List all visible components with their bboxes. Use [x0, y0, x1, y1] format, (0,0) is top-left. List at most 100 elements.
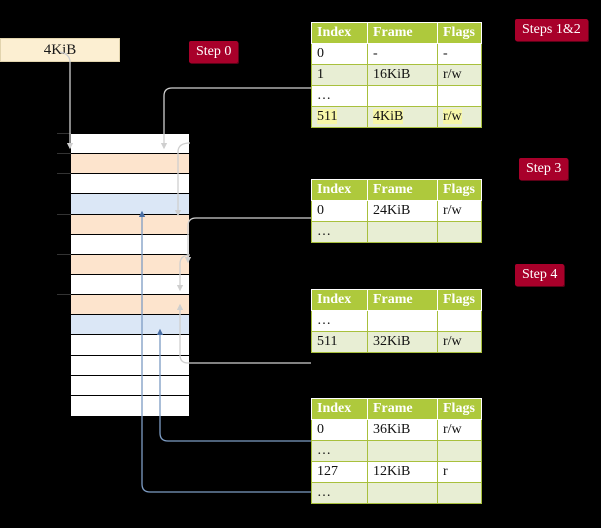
memory-frame-row — [71, 395, 189, 416]
memory-frame-row — [71, 375, 189, 396]
cell-value: … — [317, 485, 331, 500]
step-label-step-0: Step 0 — [189, 41, 239, 63]
table-cell: - — [437, 43, 482, 65]
table-cell: … — [311, 482, 368, 504]
table-cell: 1 — [311, 64, 368, 86]
cell-value: 16KiB — [373, 67, 411, 82]
table-row: 0 36KiB r/w — [311, 419, 482, 441]
table-cell: r/w — [437, 419, 482, 441]
table-row: 127 12KiB r — [311, 461, 482, 483]
memory-frame-row — [71, 355, 189, 376]
table-cell — [437, 310, 482, 332]
column-header-index: Index — [311, 289, 368, 311]
cell-value: 36KiB — [373, 422, 411, 437]
cell-value: … — [317, 88, 331, 103]
cell-value: r/w — [443, 203, 462, 218]
table-cell: 0 — [311, 200, 368, 222]
cell-value: 24KiB — [373, 203, 411, 218]
table-cell — [367, 310, 438, 332]
table-cell: r/w — [437, 200, 482, 222]
table-cell: r/w — [437, 106, 482, 128]
table-cell: 36KiB — [367, 419, 438, 441]
table-cell — [437, 221, 482, 243]
column-header-flags: Flags — [437, 179, 482, 201]
table-cell: 0 — [311, 43, 368, 65]
table-cell — [367, 221, 438, 243]
table-cell: r/w — [437, 64, 482, 86]
column-header-flags: Flags — [437, 289, 482, 311]
table-row: … — [311, 482, 482, 504]
table-cell — [437, 85, 482, 107]
cell-value: … — [317, 224, 331, 239]
column-header-index: Index — [311, 398, 368, 420]
cell-value: r/w — [443, 334, 462, 349]
table-cell — [367, 482, 438, 504]
cell-value: 12KiB — [373, 464, 411, 479]
table-cell: 4KiB — [367, 106, 438, 128]
table-cell — [437, 440, 482, 462]
memory-frame-row — [71, 134, 189, 155]
wire-table3-to-frame — [176, 303, 311, 364]
table-cell: - — [367, 43, 438, 65]
physical-memory-column — [70, 133, 190, 416]
table-row: 0 24KiB r/w — [311, 200, 482, 222]
table-row: … — [311, 85, 482, 107]
cell-value: 511 — [317, 334, 338, 349]
column-header-index: Index — [311, 179, 368, 201]
table-cell: 32KiB — [367, 331, 438, 353]
table-cell — [437, 482, 482, 504]
source-address-label: 4KiB — [43, 42, 77, 58]
column-header-index: Index — [311, 22, 368, 44]
memory-tick — [57, 133, 71, 134]
memory-tick — [57, 213, 71, 215]
cell-value: … — [317, 313, 331, 328]
table-row: 511 32KiB r/w — [311, 331, 482, 353]
cell-value: r — [443, 464, 448, 479]
cell-value: r/w — [443, 422, 462, 437]
cell-value: - — [373, 46, 378, 61]
table-cell: r — [437, 461, 482, 483]
table-cell: 511 — [311, 331, 368, 353]
step-label-step-3: Step 3 — [519, 158, 569, 180]
cell-value: … — [317, 443, 331, 458]
cell-value: 1 — [317, 67, 324, 82]
table-cell — [367, 440, 438, 462]
memory-frame-row — [71, 295, 189, 316]
column-header-frame: Frame — [367, 398, 438, 420]
table-cell: … — [311, 310, 368, 332]
memory-frame-row — [71, 194, 189, 215]
table-cell: … — [311, 221, 368, 243]
table-cell: 16KiB — [367, 64, 438, 86]
table-row: 0-- — [311, 43, 482, 65]
memory-frame-row — [71, 234, 189, 255]
step-label-step-4: Step 4 — [515, 264, 565, 286]
column-header-frame: Frame — [367, 289, 438, 311]
cell-value: r/w — [443, 67, 462, 82]
table-row: … — [311, 221, 482, 243]
cell-value: 32KiB — [373, 334, 411, 349]
table-row: … — [311, 310, 482, 332]
memory-tick — [57, 253, 71, 255]
table-cell: … — [311, 85, 368, 107]
cell-value: - — [443, 46, 448, 61]
memory-frame-row — [71, 214, 189, 235]
column-header-flags: Flags — [437, 398, 482, 420]
table-cell: 24KiB — [367, 200, 438, 222]
memory-tick — [57, 173, 71, 175]
cell-value: 127 — [317, 464, 338, 479]
memory-frame-row — [71, 315, 189, 336]
cell-value: 0 — [317, 422, 324, 437]
step-label-steps-1-2: Steps 1&2 — [515, 19, 588, 41]
cell-value: 511 — [317, 109, 338, 124]
table-row: … — [311, 440, 482, 462]
memory-frame-row — [71, 335, 189, 356]
table-row: 1 16KiB r/w — [311, 64, 482, 86]
